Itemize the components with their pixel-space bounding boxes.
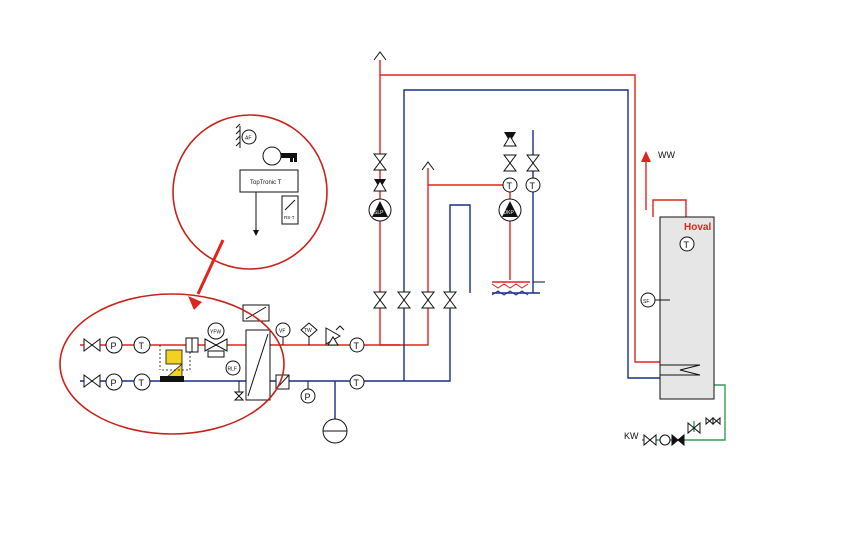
isolation-valve-2: [397, 291, 411, 309]
slp-check-valve: [373, 179, 387, 192]
key-icon: [262, 146, 297, 166]
primary-supply-pressure-icon: P: [105, 336, 123, 354]
controller-detail-highlight: [172, 114, 328, 270]
svg-text:SLP: SLP: [374, 210, 384, 216]
pointer-arrow-icon: [188, 239, 225, 310]
controller-label: TopTronic T: [250, 180, 282, 186]
controller-output-arrow-icon: [253, 192, 259, 236]
return-pressure-gauge-icon: P: [300, 381, 316, 404]
safety-valve-icon: [325, 325, 345, 346]
svg-text:T: T: [507, 181, 513, 191]
ww-label: WW: [658, 150, 675, 160]
svg-text:RS-T: RS-T: [284, 215, 295, 220]
return-piping: [80, 89, 660, 420]
af-sensor-icon: AF: [235, 123, 257, 148]
primary-supply-valve: [83, 338, 101, 352]
svg-text:T: T: [139, 341, 145, 351]
primary-return-thermometer-icon: T: [133, 373, 151, 391]
svg-text:TW: TW: [304, 328, 312, 334]
yfw-valve-icon: YFW: [204, 322, 228, 358]
slp-pump-icon: SLP: [368, 198, 392, 222]
heat-exchanger-coil: [660, 364, 701, 376]
sf-sensor-icon: SF: [640, 292, 670, 308]
dp-controller-icon: [159, 345, 191, 382]
expansion-vessel-icon: [322, 418, 348, 444]
hoval-logo: Hoval: [684, 222, 711, 233]
slp-valve-top: [373, 153, 387, 171]
drain-valve-icon: [233, 381, 245, 401]
dkp-thermometer-icon: T: [502, 177, 518, 193]
rlf-sensor-icon: RLF: [225, 360, 241, 376]
vent-arrows: [373, 51, 435, 171]
isolation-valve-4: [443, 291, 457, 309]
primary-return-pressure-icon: P: [105, 373, 123, 391]
dkp-return-thermometer-icon: T: [525, 177, 541, 193]
substation-highlight: [59, 293, 285, 435]
svg-text:T: T: [139, 378, 145, 388]
svg-text:P: P: [111, 341, 117, 351]
svg-text:P: P: [111, 378, 117, 388]
isolation-valve-1: [373, 291, 387, 309]
svg-text:RLF: RLF: [228, 367, 237, 373]
distribution-manifold: [491, 281, 545, 296]
return-thermometer-icon: T: [349, 374, 365, 390]
kw-label: KW: [624, 431, 639, 441]
svg-text:T: T: [354, 378, 360, 388]
svg-text:DKP: DKP: [504, 210, 515, 216]
hot-water-arrow-icon: [641, 151, 651, 190]
svg-text:T: T: [530, 181, 536, 191]
isolation-valve-3: [421, 291, 435, 309]
svg-text:AF: AF: [245, 136, 251, 142]
supply-thermometer-icon: T: [349, 337, 365, 353]
vf-sensor-icon: VF: [275, 322, 291, 345]
svg-text:P: P: [305, 392, 311, 402]
tw-sensor-icon: TW: [300, 322, 318, 345]
dkp-valve-right: [526, 154, 540, 172]
dkp-valve: [503, 154, 517, 172]
primary-supply-thermometer-icon: T: [133, 336, 151, 354]
cold-water-fittings: [643, 416, 721, 447]
sf-label: SF: [643, 299, 649, 305]
svg-text:VF: VF: [279, 329, 285, 335]
primary-return-valve: [83, 374, 101, 388]
dkp-check-valve: [503, 132, 517, 147]
rst-room-unit-icon: RS-T: [281, 195, 299, 225]
svg-text:YFW: YFW: [210, 330, 221, 336]
svg-text:T: T: [684, 240, 690, 250]
toptronic-controller: [239, 169, 299, 193]
dkp-pump-icon: DKP: [498, 198, 522, 222]
svg-text:T: T: [354, 341, 360, 351]
tank-thermometer-icon: T: [679, 236, 695, 252]
